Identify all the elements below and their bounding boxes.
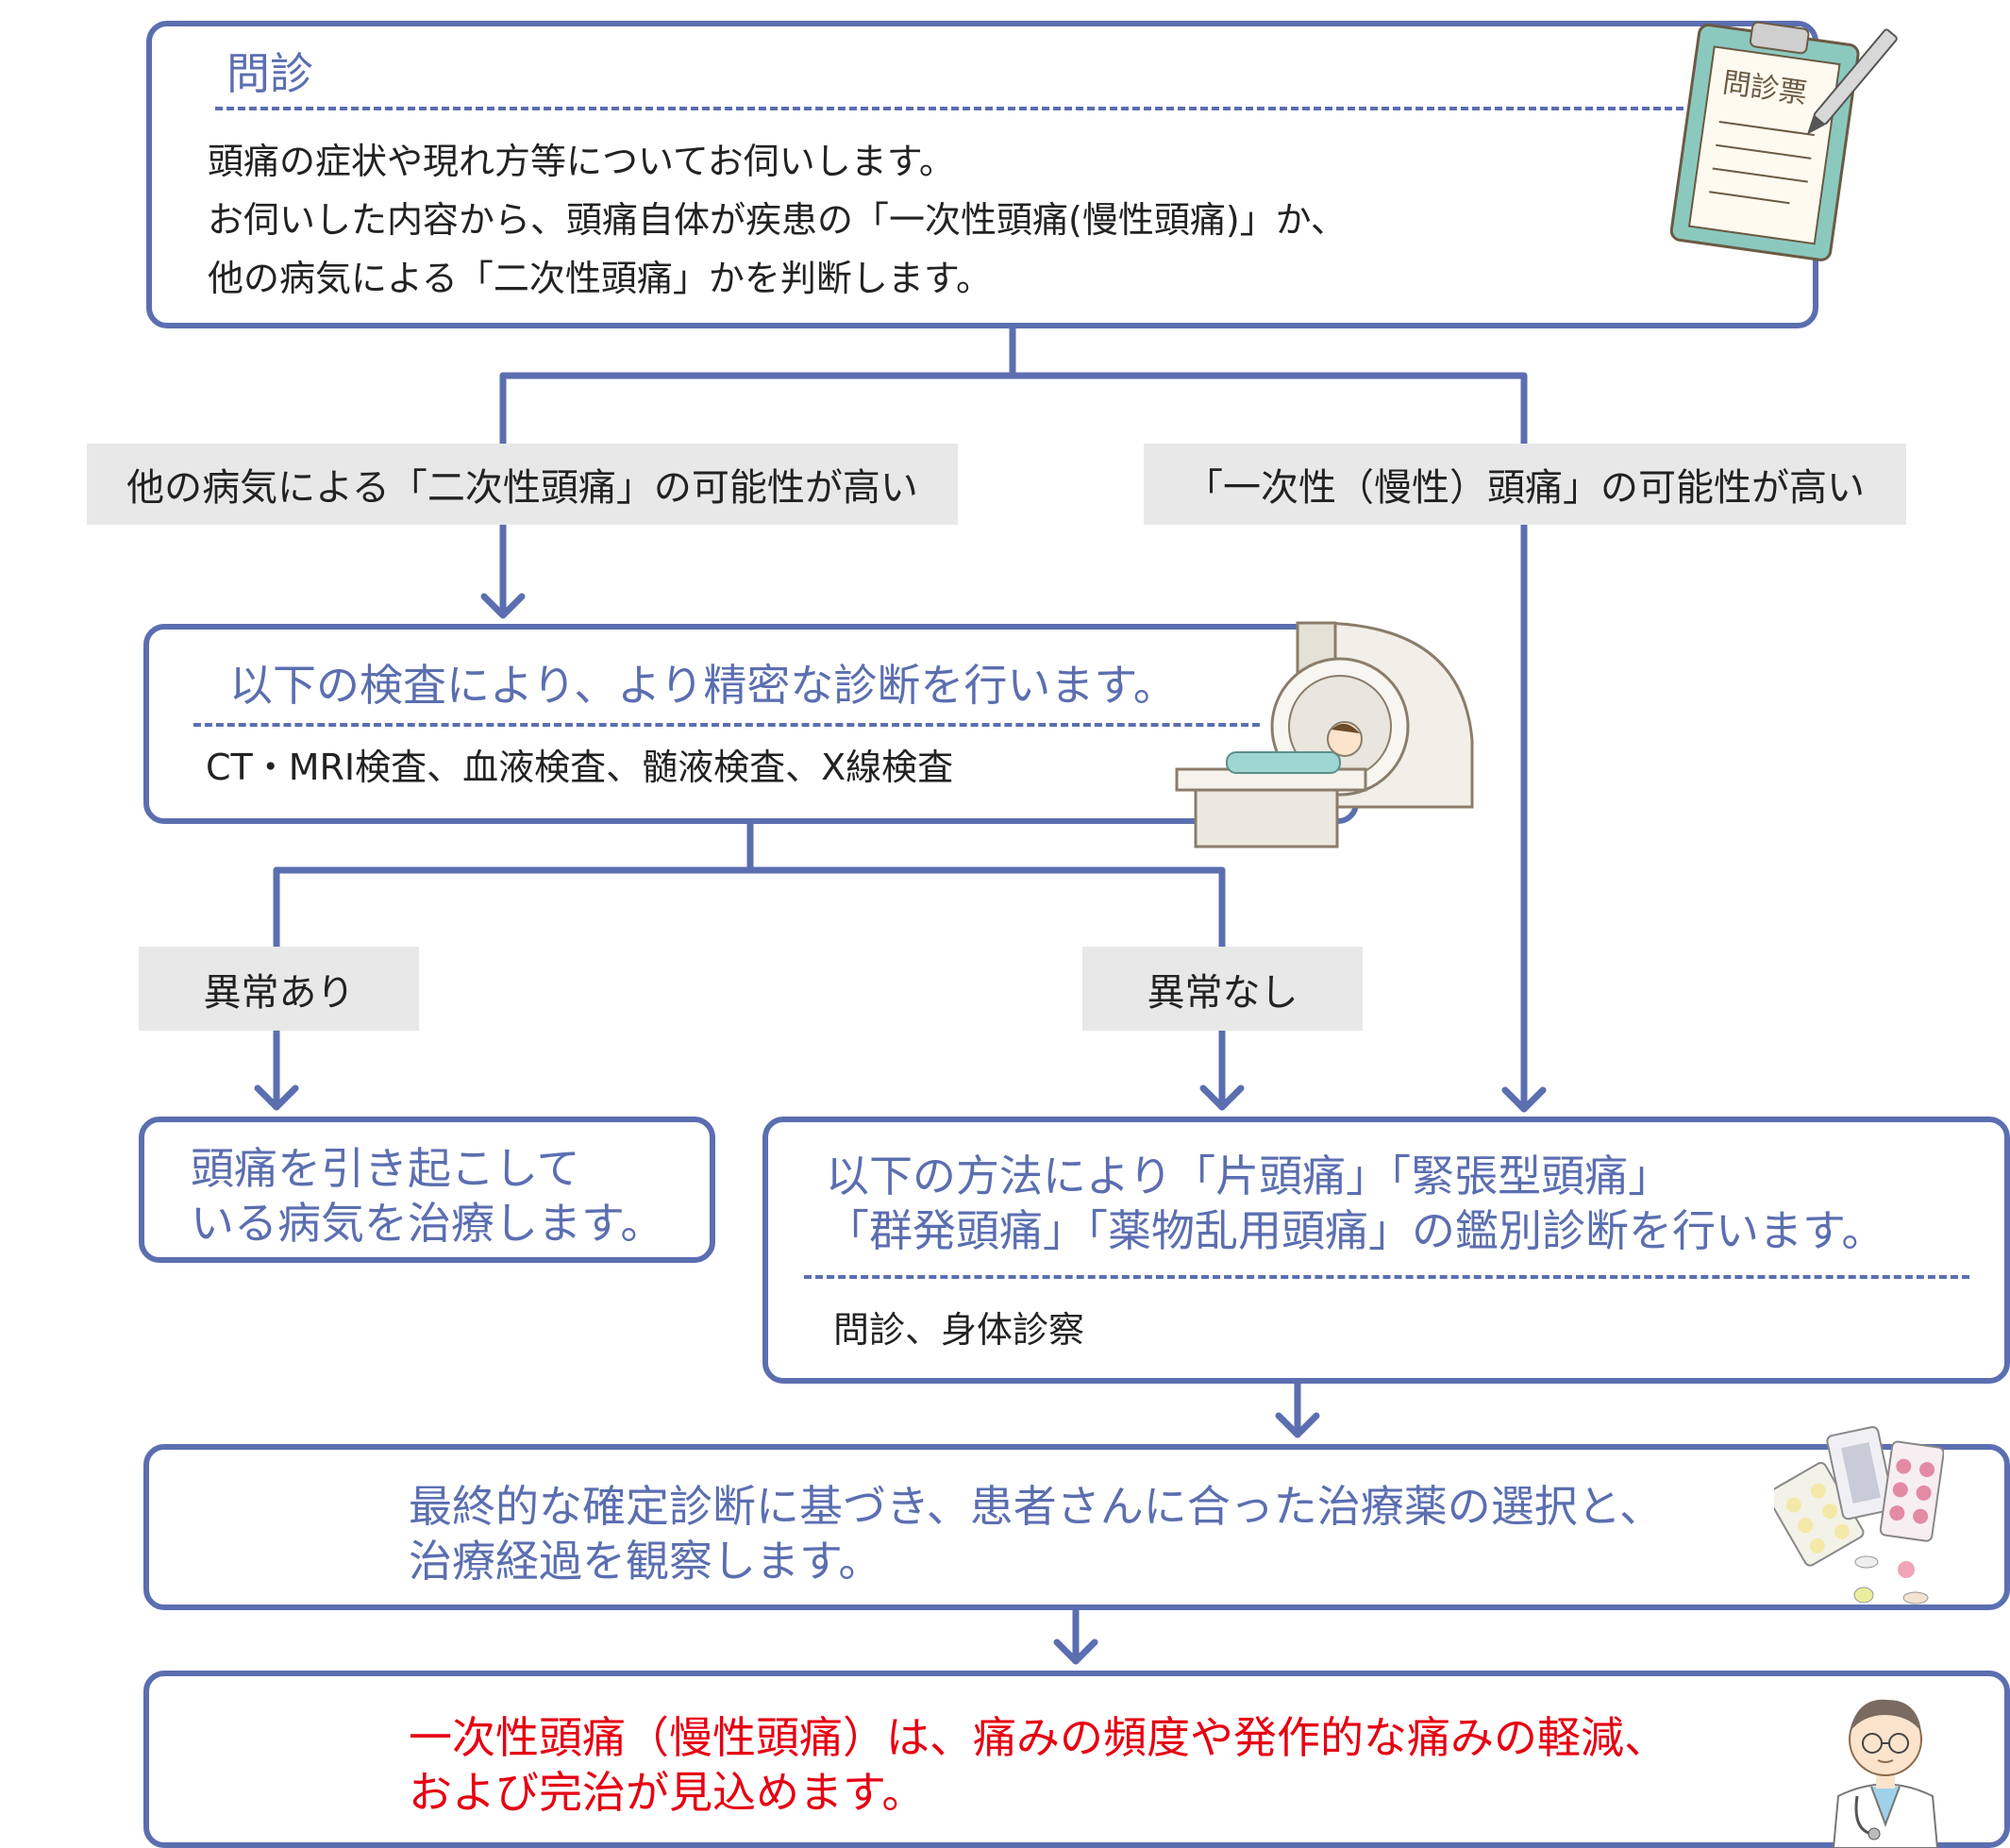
differential-detail: 問診、身体診察 xyxy=(833,1309,1085,1351)
ct-scanner-icon xyxy=(1175,621,1474,848)
outcome-line-1: 一次性頭痛（慢性頭痛）は、痛みの頻度や発作的な痛みの軽減、 xyxy=(409,1712,1667,1763)
final-box xyxy=(143,1444,2010,1610)
differential-line-2: 「群発頭痛」「薬物乱用頭痛」の鑑別診断を行います。 xyxy=(826,1205,1885,1256)
branch-secondary-label: 他の病気による「二次性頭痛」の可能性が高い xyxy=(87,444,958,525)
branch-primary-label: 「一次性（慢性）頭痛」の可能性が高い xyxy=(1144,444,1906,525)
medicine-icon xyxy=(1774,1426,1944,1604)
clipboard-icon: 問診票 xyxy=(1669,21,1898,261)
treat-cause-line-1: 頭痛を引き起こして xyxy=(191,1143,580,1194)
differential-box xyxy=(762,1117,2010,1384)
differential-line-1: 以下の方法により「片頭痛」「緊張型頭痛」 xyxy=(826,1151,1672,1201)
normal-label: 異常なし xyxy=(1082,947,1363,1031)
monshin-line-1: 頭痛の症状や現れ方等についてお伺いします。 xyxy=(208,141,955,182)
monshin-line-2: お伺いした内容から、頭痛自体が疾患の「一次性頭痛(慢性頭痛)」か、 xyxy=(208,199,1347,241)
treat-cause-box xyxy=(139,1117,715,1263)
outcome-line-2: および完治が見込めます。 xyxy=(409,1767,926,1818)
monshin-title: 問診 xyxy=(226,48,313,99)
treat-cause-line-2: いる病気を治療します。 xyxy=(191,1198,664,1249)
doctor-icon xyxy=(1832,1699,1939,1848)
final-line-2: 治療経過を観察します。 xyxy=(409,1536,882,1587)
monshin-divider xyxy=(215,107,1706,110)
differential-divider xyxy=(804,1275,1969,1279)
outcome-box xyxy=(143,1671,2010,1848)
exam-detail: CT・MRI検査、血液検査、髄液検査、X線検査 xyxy=(206,747,954,788)
monshin-line-3: 他の病気による「二次性頭痛」かを判断します。 xyxy=(208,258,993,299)
final-line-1: 最終的な確定診断に基づき、患者さんに合った治療薬の選択と、 xyxy=(409,1481,1663,1532)
exam-title: 以下の検査により、より精密な診断を行います。 xyxy=(229,660,1177,711)
abnormal-label: 異常あり xyxy=(139,947,419,1031)
monshin-box xyxy=(146,21,1818,328)
exam-divider xyxy=(193,723,1260,727)
